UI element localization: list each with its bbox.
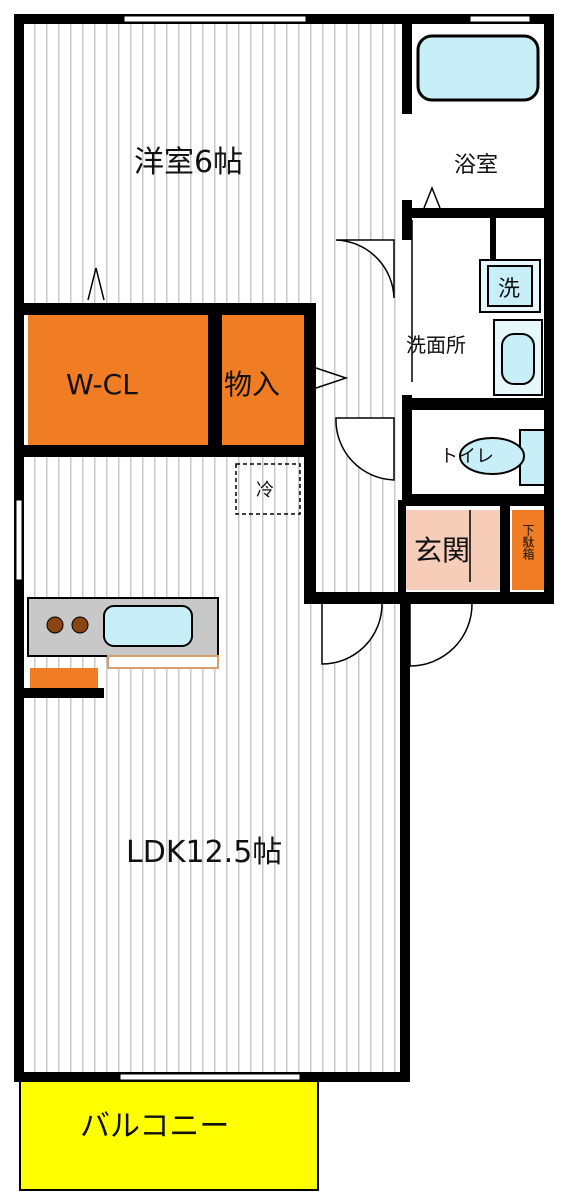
bathtub xyxy=(416,34,540,102)
storage-arrow xyxy=(315,367,349,389)
entry-arrow-western xyxy=(87,267,105,301)
kitchen-sink xyxy=(103,605,193,647)
counter-edge xyxy=(107,655,219,669)
storage-label: 物入 xyxy=(224,368,280,401)
entrance-floor xyxy=(406,510,500,590)
fridge-space xyxy=(235,463,301,515)
entry-arrow-bath xyxy=(423,185,441,209)
kitchen-cabinet xyxy=(30,668,98,688)
shoe-box xyxy=(512,510,544,590)
window-bathroom xyxy=(469,15,531,23)
balcony-label: バルコニー xyxy=(80,1109,229,1144)
balcony xyxy=(19,1077,319,1191)
washer-label: 洗 xyxy=(498,277,520,302)
western-room-floor xyxy=(22,22,404,307)
washing-machine-inner xyxy=(487,265,533,307)
washroom-label: 洗面所 xyxy=(406,333,466,357)
window-top xyxy=(123,15,307,23)
toilet-label: トイレ xyxy=(440,446,494,467)
toilet-bowl xyxy=(459,437,525,475)
stove-burner-left xyxy=(46,616,64,634)
doors xyxy=(321,220,473,667)
window-balcony xyxy=(119,1073,301,1081)
window-ldk-left xyxy=(15,499,23,581)
walk-in-closet-label: W-CL xyxy=(66,368,138,401)
stove-burner-right xyxy=(71,616,89,634)
entrance-label: 玄関 xyxy=(414,534,470,567)
bathroom-label: 浴室 xyxy=(454,153,498,178)
washbasin-bowl xyxy=(501,333,535,385)
western-room-label: 洋室6帖 xyxy=(134,145,243,180)
walk-in-closet xyxy=(28,315,208,445)
ldk-label: LDK12.5帖 xyxy=(126,835,282,870)
ldk-floor xyxy=(22,456,404,1072)
shoe-box-label: 下駄箱 xyxy=(521,524,535,560)
fridge-label: 冷 xyxy=(256,480,274,501)
storage-closet xyxy=(222,315,304,445)
